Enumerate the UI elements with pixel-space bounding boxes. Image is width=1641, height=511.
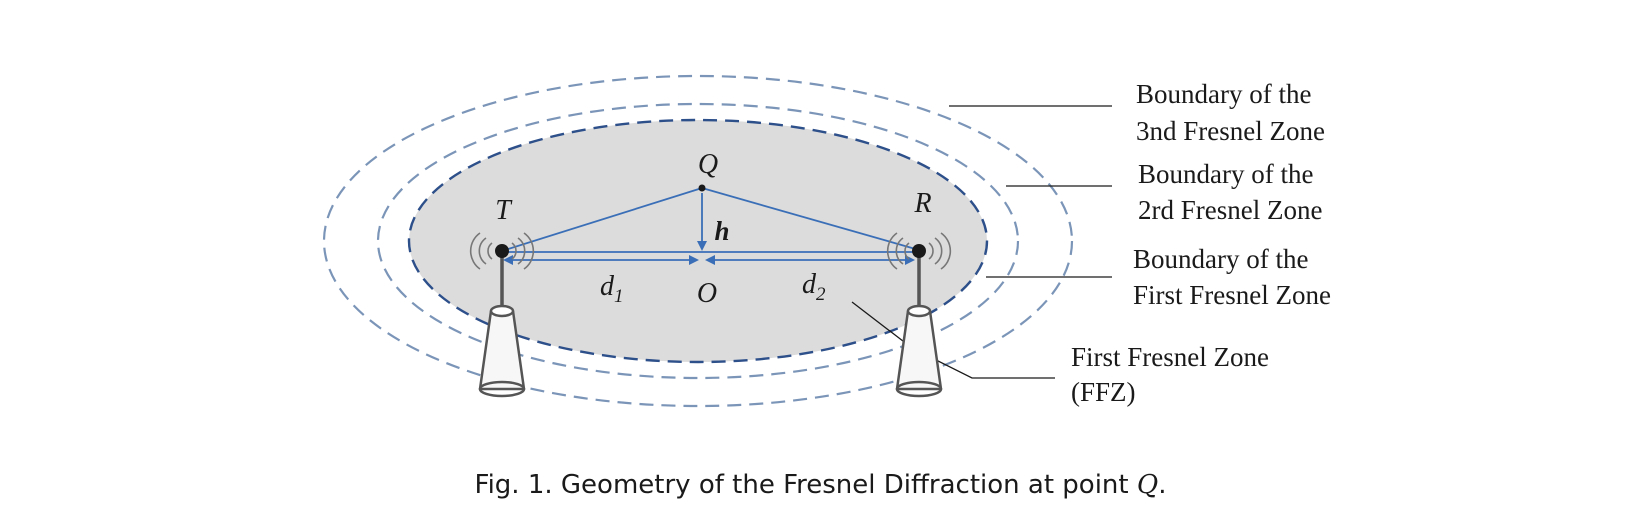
- label-second-zone-line1: Boundary of the: [1138, 159, 1313, 189]
- caption-math-q: Q: [1136, 470, 1159, 500]
- d1-base: d: [600, 271, 615, 302]
- label-ffz-line2: (FFZ): [1071, 377, 1136, 407]
- caption-text: Fig. 1. Geometry of the Fresnel Diffract…: [474, 470, 1137, 500]
- arrowheads: [503, 241, 915, 265]
- label-third-zone-line2: 3nd Fresnel Zone: [1136, 116, 1325, 146]
- ray-t-to-q: [501, 187, 703, 252]
- second-fresnel-boundary: [376, 102, 1020, 380]
- d2-arrow-left: [705, 255, 715, 265]
- third-fresnel-boundary: [322, 74, 1074, 408]
- geometry-lines: [501, 187, 920, 261]
- label-t: T: [495, 195, 513, 226]
- leader-ffz: [851, 301, 1055, 379]
- transmitter-antenna: [469, 232, 535, 398]
- leader-lines: [851, 105, 1112, 379]
- signal-waves-icon: [886, 232, 952, 270]
- transmitter-node: [495, 244, 509, 258]
- point-q-dot: [698, 184, 706, 192]
- label-ffz-line1: First Fresnel Zone: [1071, 342, 1269, 372]
- label-second-zone-line2: 2rd Fresnel Zone: [1138, 195, 1322, 225]
- ray-q-to-r: [701, 187, 920, 251]
- label-d2: d2: [802, 269, 826, 305]
- caption-end: .: [1158, 470, 1167, 500]
- d1-arrow-left: [503, 255, 513, 265]
- receiver-antenna: [886, 232, 952, 398]
- label-first-zone-line2: First Fresnel Zone: [1133, 280, 1331, 310]
- label-q: Q: [698, 149, 718, 180]
- label-o: O: [697, 278, 717, 309]
- d2-base: d: [802, 269, 817, 300]
- label-r: R: [913, 188, 931, 219]
- label-d1: d1: [600, 271, 624, 307]
- label-h: h: [714, 216, 729, 246]
- label-third-zone-line1: Boundary of the: [1136, 79, 1311, 109]
- d1-subscript: 1: [614, 286, 624, 307]
- h-arrow-down: [697, 241, 707, 251]
- d2-subscript: 2: [816, 284, 826, 305]
- label-first-zone-line1: Boundary of the: [1133, 244, 1308, 274]
- d1-arrow-right: [689, 255, 699, 265]
- signal-waves-icon: [469, 232, 535, 270]
- figure-caption: Fig. 1. Geometry of the Fresnel Diffract…: [0, 470, 1641, 500]
- receiver-node: [912, 244, 926, 258]
